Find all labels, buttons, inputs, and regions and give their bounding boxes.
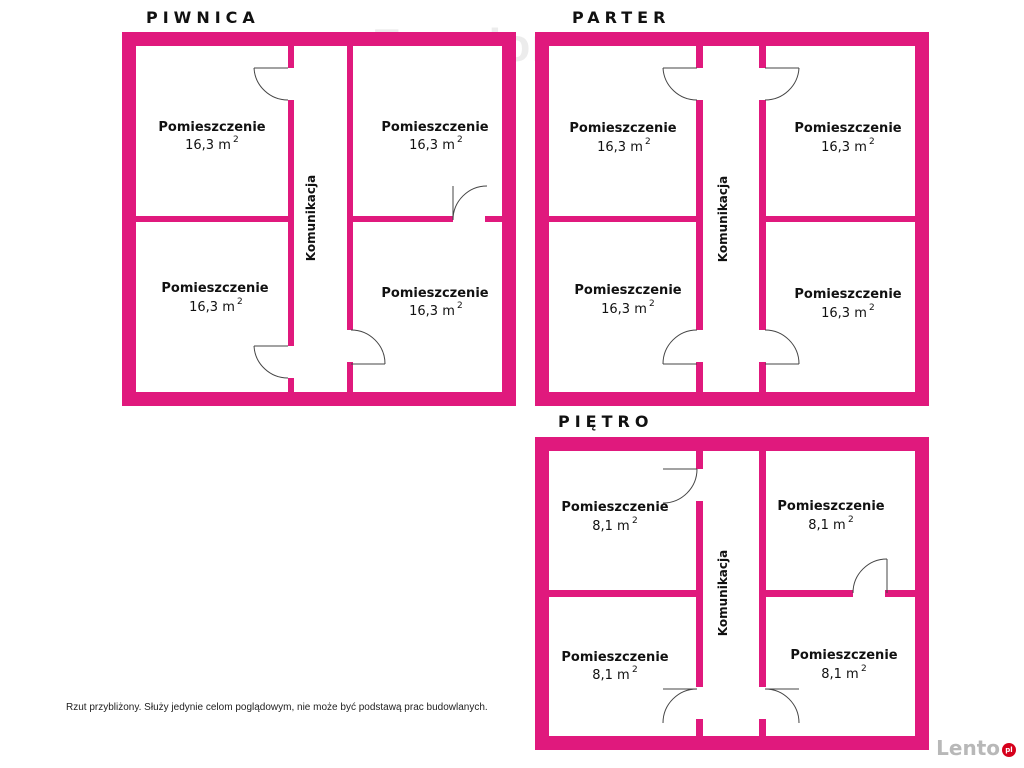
room-area: 16,3 m [409, 138, 455, 153]
door-icon [757, 687, 800, 724]
room-area-sup: 2 [869, 137, 875, 147]
door-icon [757, 67, 800, 101]
floor-title-basement: PIWNICA [146, 8, 260, 27]
door-icon [662, 468, 704, 504]
disclaimer-note: Rzut przybliżony. Służy jedynie celom po… [66, 702, 488, 713]
room-name: Pomieszczenie [561, 500, 668, 515]
room-area-sup: 2 [645, 137, 651, 147]
room-area-sup: 2 [649, 299, 655, 309]
room-area: 16,3 m [821, 140, 867, 155]
room-area: 16,3 m [185, 138, 231, 153]
door-icon [662, 329, 704, 365]
room-area-sup: 2 [457, 135, 463, 145]
room-area: 16,3 m [189, 300, 235, 315]
floor-plan-upper: Pomieszczenie 8,1 m 2 Pomieszczenie 8,1 … [535, 437, 929, 750]
door-icon [662, 67, 704, 101]
room-name: Pomieszczenie [158, 120, 265, 135]
room-name: Pomieszczenie [794, 287, 901, 302]
room-name: Pomieszczenie [381, 120, 488, 135]
door-icon [253, 345, 296, 379]
room-area-sup: 2 [861, 664, 867, 674]
door-icon [662, 687, 704, 724]
floor-title-ground: PARTER [572, 8, 671, 27]
door-icon [852, 558, 888, 598]
room-area-sup: 2 [457, 301, 463, 311]
door-icon [452, 185, 488, 224]
room-name: Pomieszczenie [569, 121, 676, 136]
room-area: 8,1 m [821, 667, 858, 682]
logo-text: Lento [936, 736, 1000, 760]
room-area-sup: 2 [233, 135, 239, 145]
room-name: Pomieszczenie [161, 281, 268, 296]
room-area-sup: 2 [237, 297, 243, 307]
room-name: Pomieszczenie [794, 121, 901, 136]
room-area: 16,3 m [601, 302, 647, 317]
room-area-sup: 2 [848, 515, 854, 525]
room-area: 16,3 m [821, 306, 867, 321]
floor-plan-basement: Pomieszczenie 16,3 m 2 Pomieszczenie 16,… [122, 32, 516, 406]
corridor-label: Komunikacja [304, 175, 318, 261]
door-icon [253, 67, 296, 101]
room-area: 16,3 m [409, 304, 455, 319]
room-name: Pomieszczenie [381, 286, 488, 301]
room-area-sup: 2 [632, 516, 638, 526]
room-name: Pomieszczenie [790, 648, 897, 663]
room-name: Pomieszczenie [574, 283, 681, 298]
room-area: 16,3 m [597, 140, 643, 155]
room-area: 8,1 m [808, 518, 845, 533]
door-icon [345, 329, 386, 365]
room-area: 8,1 m [592, 519, 629, 534]
room-area: 8,1 m [592, 668, 629, 683]
logo-badge-icon: pl [1002, 742, 1016, 757]
room-name: Pomieszczenie [777, 499, 884, 514]
room-area-sup: 2 [632, 665, 638, 675]
room-name: Pomieszczenie [561, 650, 668, 665]
room-area-sup: 2 [869, 303, 875, 313]
corridor-label: Komunikacja [716, 550, 730, 636]
floor-plan-ground: Pomieszczenie 16,3 m 2 Pomieszczenie 16,… [535, 32, 929, 406]
floor-title-upper: PIĘTRO [558, 412, 654, 431]
corridor-label: Komunikacja [716, 176, 730, 262]
door-icon [757, 329, 800, 365]
